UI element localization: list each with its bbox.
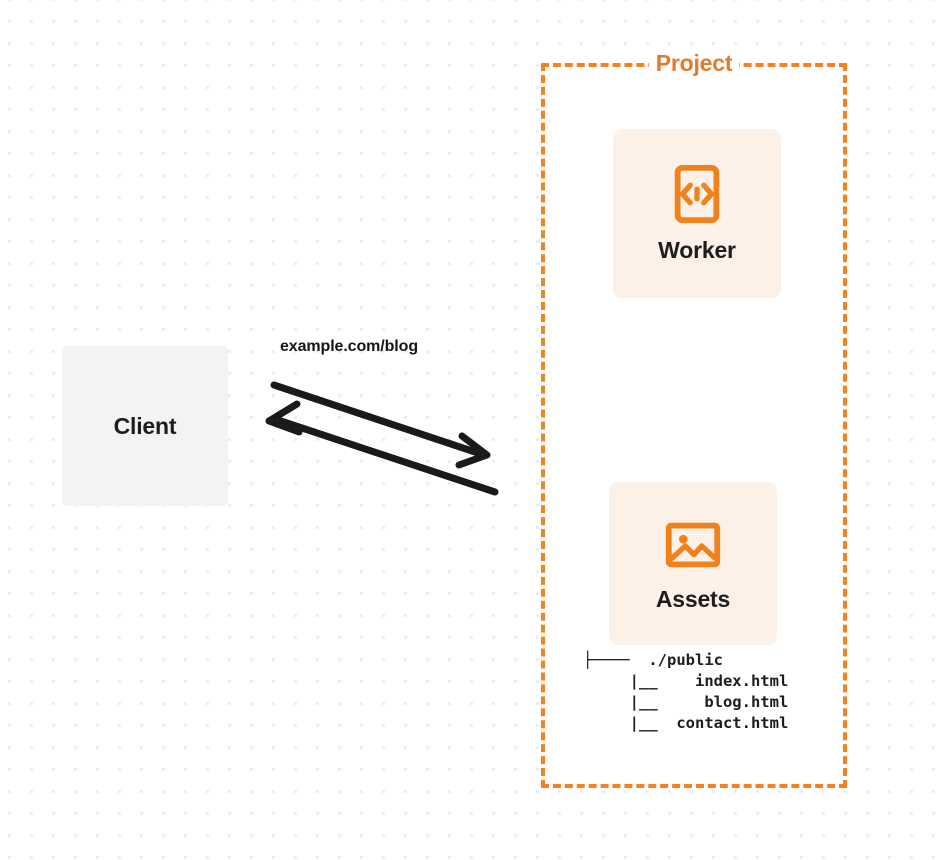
client-label: Client [113, 412, 177, 439]
connection-label: example.com/blog [280, 338, 418, 355]
response-arrow [265, 400, 499, 496]
image-icon [665, 522, 721, 568]
worker-node[interactable]: Worker [613, 129, 781, 298]
code-brackets-icon [674, 164, 720, 224]
request-arrow [270, 381, 491, 469]
asset-file-tree: ├──── ./public |__ index.html |__ blog.h… [583, 651, 789, 732]
client-node[interactable]: Client [62, 346, 228, 506]
worker-label: Worker [658, 237, 736, 263]
assets-node[interactable]: Assets [609, 482, 777, 645]
assets-label: Assets [655, 586, 731, 612]
